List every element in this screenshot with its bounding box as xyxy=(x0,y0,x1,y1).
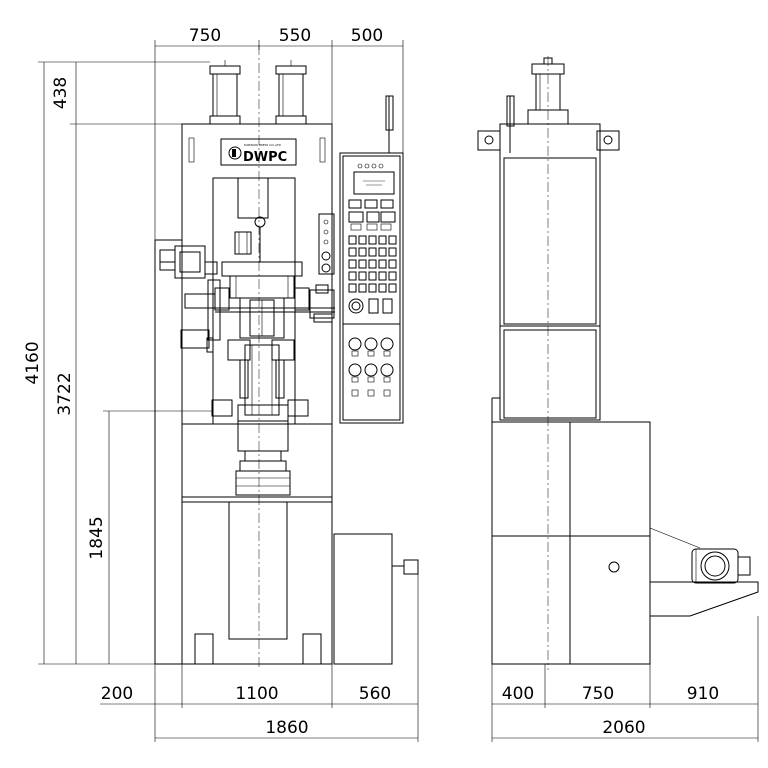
brand-name: DWPC xyxy=(243,150,287,165)
dim-bottom-1100: 1100 xyxy=(235,684,278,704)
side-feeder xyxy=(159,245,335,353)
signal-tower-icon xyxy=(385,95,394,131)
control-cabinet xyxy=(339,95,404,424)
dim-side-2060: 2060 xyxy=(602,718,645,738)
lifting-lug-right-icon xyxy=(603,135,613,145)
dim-side-400: 400 xyxy=(502,684,534,704)
button-grid xyxy=(348,235,397,293)
dim-left-438: 438 xyxy=(51,77,71,109)
lower-ram-housing xyxy=(228,501,288,640)
top-cylinder-right xyxy=(275,60,307,125)
dim-top-550: 550 xyxy=(279,26,311,46)
button-strip xyxy=(318,213,335,275)
dim-left-4160: 4160 xyxy=(23,341,43,384)
base-foot-left xyxy=(194,633,214,665)
side-base xyxy=(491,421,651,665)
dim-bottom-200: 200 xyxy=(101,684,133,704)
hmi-screen xyxy=(353,171,395,195)
side-view xyxy=(477,56,759,670)
dim-side-750: 750 xyxy=(582,684,614,704)
front-dimensions: 750 550 500 438 4160 3722 1845 200 1100 … xyxy=(23,26,419,742)
emergency-stop-icon xyxy=(348,298,364,314)
main-frame xyxy=(181,123,333,665)
dim-left-3722: 3722 xyxy=(55,372,75,415)
die-assembly xyxy=(211,261,310,496)
front-view: DAEWON PRESS CO.,LTD DWPC xyxy=(154,45,419,670)
top-cylinder-left xyxy=(209,60,241,125)
brand-logo: DAEWON PRESS CO.,LTD DWPC xyxy=(220,138,297,166)
dim-top-500: 500 xyxy=(351,26,383,46)
press-window xyxy=(212,177,296,425)
left-column xyxy=(154,239,183,665)
side-dimensions: 400 750 910 2060 xyxy=(491,616,759,742)
dim-left-1845: 1845 xyxy=(87,516,107,559)
dim-side-910: 910 xyxy=(687,684,719,704)
dim-bottom-560: 560 xyxy=(359,684,391,704)
motor-icon xyxy=(649,527,759,617)
lifting-lug-left-icon xyxy=(484,135,494,145)
pressure-gauges xyxy=(348,337,394,397)
hydraulic-unit xyxy=(333,533,393,665)
valve-handle xyxy=(403,559,419,575)
base-foot-right xyxy=(302,633,322,665)
valve-block xyxy=(234,231,252,255)
dim-top-750: 750 xyxy=(189,26,221,46)
dim-bottom-1860: 1860 xyxy=(265,718,308,738)
company-name: DAEWON PRESS CO.,LTD xyxy=(244,143,282,147)
